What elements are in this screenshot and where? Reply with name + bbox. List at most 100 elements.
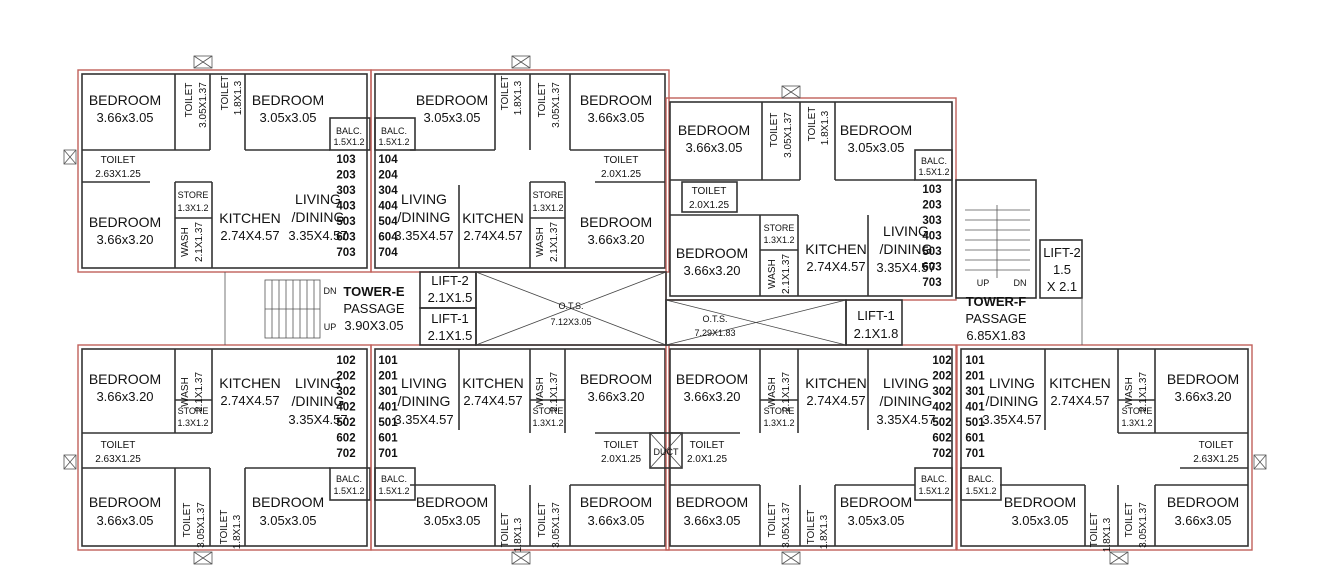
room-name: STORE [533, 190, 564, 200]
room-name: BALC. [336, 126, 362, 136]
room-dim: 3.05X1.37 [551, 82, 562, 128]
room-name: TOILET [101, 155, 136, 166]
room-dim: 3.35X4.57 [876, 260, 935, 275]
room-labels: BEDROOM 3.66x3.05 BEDROOM 3.05x3.05 TOIL… [89, 76, 1239, 553]
flat-number: 603 [922, 262, 941, 274]
room-name: LIVING [989, 375, 1035, 391]
flat-number: 501 [378, 417, 398, 429]
room-dim: 2.0X1.25 [601, 169, 641, 180]
flat-number: 604 [378, 232, 398, 244]
room-name: TOILET [101, 440, 136, 451]
room-dim: 3.05x3.05 [259, 110, 316, 125]
flat-number: 703 [336, 247, 355, 259]
room-dim: 2.1X1.37 [781, 254, 792, 294]
room-dim: 3.66x3.20 [683, 263, 740, 278]
room-dim: 3.35X4.57 [288, 412, 347, 427]
room-name: LIVING [401, 191, 447, 207]
room-dim: 3.05x3.05 [847, 513, 904, 528]
room-name: WASH [535, 377, 546, 407]
flat-number: 402 [932, 402, 951, 414]
room-dim: 2.0X1.25 [689, 200, 729, 211]
room-name: BEDROOM [416, 92, 488, 108]
room-sub: /DINING [292, 209, 345, 225]
room-dim: 1.8X1.3 [1102, 517, 1113, 552]
room-name: WASH [1124, 377, 1135, 407]
flat-number: 404 [378, 201, 398, 213]
room-dim: 3.66x3.05 [96, 110, 153, 125]
room-dim: 3.66x3.20 [96, 232, 153, 247]
room-dim: 1.8X1.3 [233, 80, 244, 115]
flat-number: 204 [378, 170, 398, 182]
room-sub: /DINING [398, 209, 451, 225]
room-name: TOILET [604, 155, 639, 166]
room-name: BEDROOM [1167, 371, 1239, 387]
room-dim: 3.05x3.05 [423, 110, 480, 125]
duct-label: DUCT [654, 447, 679, 457]
room-dim: 3.05X1.37 [781, 502, 792, 548]
room-dim: 3.05x3.05 [423, 513, 480, 528]
room-name: KITCHEN [462, 210, 523, 226]
room-dim: 1.8X1.3 [232, 514, 243, 549]
room-name: TOILET [604, 440, 639, 451]
room-name: BEDROOM [580, 494, 652, 510]
lift-name: LIFT-2 [1043, 245, 1081, 260]
room-name: BALC. [381, 474, 407, 484]
flat-number: 503 [336, 216, 355, 228]
room-name: WASH [767, 377, 778, 407]
tower-e-name: TOWER-E [343, 284, 404, 299]
room-name: BEDROOM [1004, 494, 1076, 510]
room-sub: /DINING [986, 393, 1039, 409]
room-name: BALC. [921, 474, 947, 484]
room-name: STORE [764, 223, 795, 233]
room-dim: 2.1X1.37 [194, 222, 205, 262]
tower-e-passage-dim: 3.90X3.05 [344, 318, 403, 333]
room-dim: 3.05x3.05 [1011, 513, 1068, 528]
room-dim: 1.5X1.2 [333, 137, 364, 147]
room-name: BEDROOM [840, 494, 912, 510]
flat-number: 402 [336, 402, 355, 414]
room-dim: 1.8X1.3 [820, 110, 831, 145]
room-dim: 2.63X1.25 [1193, 454, 1239, 465]
flat-number: 303 [336, 185, 355, 197]
room-name: BEDROOM [89, 494, 161, 510]
flat-number: 401 [965, 402, 985, 414]
flat-number: 702 [932, 448, 951, 460]
flat-number: 602 [336, 433, 355, 445]
room-name: BEDROOM [89, 214, 161, 230]
room-name: KITCHEN [219, 210, 280, 226]
tower-e-passage: PASSAGE [343, 301, 405, 316]
flat-number: 202 [932, 371, 951, 383]
stair-up-label: UP [977, 278, 990, 288]
room-dim: 3.66x3.20 [1174, 389, 1231, 404]
room-dim: 1.5X1.2 [918, 167, 949, 177]
lift-dim: 2.1X1.8 [854, 326, 899, 341]
room-dim: 3.05X1.37 [198, 82, 209, 128]
room-name: KITCHEN [462, 375, 523, 391]
lift-name: LIFT-1 [857, 308, 895, 323]
flat-number: 104 [378, 154, 398, 166]
room-name: TOILET [806, 510, 817, 545]
flat-number: 203 [336, 170, 355, 182]
room-name: TOILET [182, 503, 193, 538]
room-dim: 2.1X1.37 [194, 372, 205, 412]
room-name: BEDROOM [416, 494, 488, 510]
ots-dim: 7.12X3.05 [550, 317, 591, 327]
flat-number: 704 [378, 247, 398, 259]
room-dim: 2.1X1.37 [781, 372, 792, 412]
flat-number: 702 [336, 448, 355, 460]
room-dim: 3.05x3.05 [847, 140, 904, 155]
room-name: KITCHEN [219, 375, 280, 391]
room-dim: 2.0X1.25 [601, 454, 641, 465]
flat-number: 401 [378, 402, 398, 414]
room-name: TOILET [1124, 503, 1135, 538]
flat-number: 701 [965, 448, 985, 460]
room-dim: 3.66x3.05 [1174, 513, 1231, 528]
flat-number: 301 [378, 386, 398, 398]
room-name: LIVING [883, 375, 929, 391]
